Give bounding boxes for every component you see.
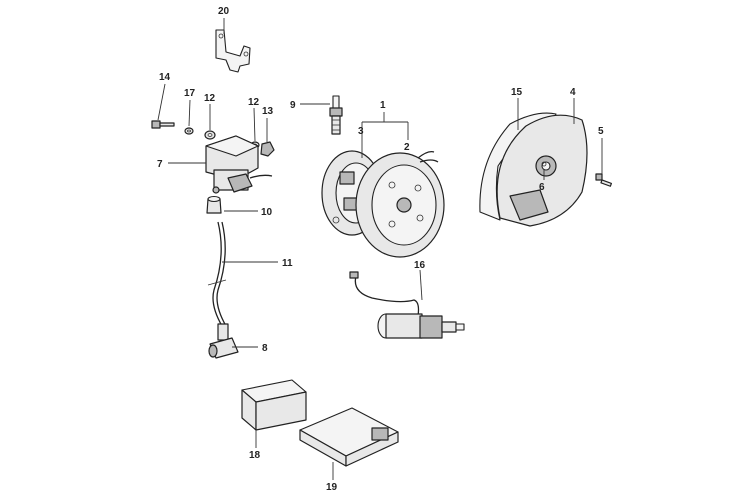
part-screw-6[interactable] xyxy=(541,161,547,167)
callout-18: 18 xyxy=(249,450,261,461)
part-nut-13[interactable] xyxy=(260,141,275,157)
part-starter-motor[interactable] xyxy=(349,271,465,339)
callout-1: 1 xyxy=(380,100,386,111)
part-bolt-14[interactable] xyxy=(151,120,175,129)
leader-lines xyxy=(157,18,603,480)
callout-6: 6 xyxy=(539,182,545,193)
part-plug-cap[interactable] xyxy=(208,323,239,359)
part-washer-12a[interactable] xyxy=(204,130,216,140)
callout-15: 15 xyxy=(511,87,523,98)
callout-7: 7 xyxy=(157,159,163,170)
part-washer-17[interactable] xyxy=(184,127,194,135)
part-cap-10[interactable] xyxy=(206,195,222,214)
callout-16: 16 xyxy=(414,260,426,271)
part-cdi-unit[interactable] xyxy=(299,407,399,467)
callout-14: 14 xyxy=(159,72,171,83)
callout-4: 4 xyxy=(570,87,576,98)
part-cover[interactable] xyxy=(496,114,588,227)
part-bracket[interactable] xyxy=(215,29,251,73)
part-relay[interactable] xyxy=(241,379,307,431)
callout-19: 19 xyxy=(326,482,338,493)
part-spark-plug[interactable] xyxy=(329,95,343,135)
callout-11: 11 xyxy=(282,258,293,269)
callout-17: 17 xyxy=(184,88,196,99)
callout-20: 20 xyxy=(218,6,230,17)
callout-2: 2 xyxy=(404,142,410,153)
callout-8: 8 xyxy=(262,343,268,354)
callout-9: 9 xyxy=(290,100,296,111)
callout-labels: 20 14 17 12 12 13 7 10 11 8 9 1 3 2 15 4… xyxy=(157,6,604,493)
callout-12-right: 12 xyxy=(248,97,260,108)
callout-3: 3 xyxy=(358,126,364,137)
callout-12-left: 12 xyxy=(204,93,216,104)
part-bolt-5[interactable] xyxy=(595,173,612,187)
part-ht-lead[interactable] xyxy=(207,221,227,327)
callout-13: 13 xyxy=(262,106,274,117)
callout-10: 10 xyxy=(261,207,273,218)
callout-5: 5 xyxy=(598,126,604,137)
part-ignition-coil[interactable] xyxy=(205,135,273,194)
part-flywheel[interactable] xyxy=(355,150,445,258)
